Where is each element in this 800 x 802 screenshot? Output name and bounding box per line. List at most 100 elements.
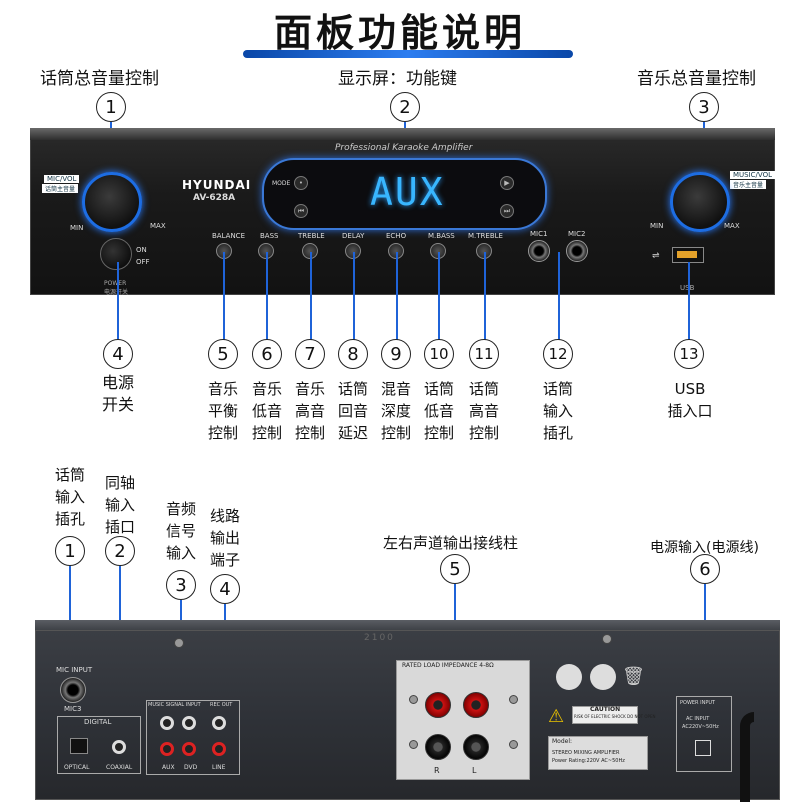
screw-icon <box>174 638 184 648</box>
pointer-line-4 <box>117 262 119 340</box>
front-panel-top-edge <box>30 128 775 140</box>
pointer-line-11 <box>484 252 486 340</box>
weee-bin-icon: 🗑 <box>622 666 645 687</box>
label-line: 高音 <box>468 402 499 420</box>
aux-right-jack[interactable] <box>160 742 174 756</box>
label-line: 高音 <box>294 402 325 420</box>
label-line: 控制 <box>251 424 282 442</box>
dvd-text: DVD <box>184 764 198 771</box>
panel-header-text: Professional Karaoke Amplifier <box>335 143 473 153</box>
label-line: 控制 <box>380 424 411 442</box>
optical-port[interactable] <box>70 738 88 754</box>
marker-11: 11 <box>469 339 499 369</box>
digital-input-box <box>57 716 141 774</box>
mic-vol-cn-label: 话筒主音量 <box>42 184 79 193</box>
label-mic-master-volume: 话筒总音量控制 <box>40 69 159 89</box>
pointer-line-12 <box>558 252 560 340</box>
prev-button[interactable]: ⏮ <box>294 204 308 218</box>
mic1-jack[interactable] <box>528 240 550 262</box>
label-line: 音乐 <box>294 380 325 398</box>
power-on-label: ON <box>136 246 147 254</box>
label-line: 延迟 <box>337 424 368 442</box>
line-left-jack[interactable] <box>212 716 226 730</box>
play-pause-button[interactable]: ▶ <box>500 176 514 190</box>
label-line: 输入 <box>54 488 85 506</box>
dvd-left-jack[interactable] <box>182 716 196 730</box>
mode-button[interactable]: • <box>294 176 308 190</box>
label-line: 端子 <box>209 551 240 569</box>
marker-4: 4 <box>103 339 133 369</box>
back-marker-4: 4 <box>210 574 240 604</box>
warning-icon: ⚠ <box>548 706 565 727</box>
label-line: 话筒 <box>468 380 499 398</box>
label-mic-input-jack: 话筒 输入 插孔 <box>538 378 578 444</box>
back-label-line-output: 线路 输出 端子 <box>205 505 245 571</box>
play-icon: ▶ <box>504 179 510 187</box>
label-line: 输入 <box>542 402 573 420</box>
back-marker-1: 1 <box>55 536 85 566</box>
knob-label-balance: BALANCE <box>212 232 245 240</box>
label-line: 话筒 <box>423 380 454 398</box>
aux-left-jack[interactable] <box>160 716 174 730</box>
rated-load-text: RATED LOAD IMPEDANCE 4-8Ω <box>402 662 494 669</box>
power-switch[interactable] <box>100 238 132 270</box>
label-line: 同轴 <box>104 474 135 492</box>
label-music-bass: 音乐 低音 控制 <box>247 378 287 444</box>
left-positive-terminal[interactable] <box>463 692 489 718</box>
power-cord <box>740 712 754 802</box>
knob-label-echo: ECHO <box>386 232 407 240</box>
certification-mark-icon <box>556 664 582 690</box>
brand-name: HYUNDAI <box>182 178 252 192</box>
label-line: 深度 <box>380 402 411 420</box>
page-title: 面板功能说明 <box>273 11 526 55</box>
label-line: 音频 <box>165 500 196 518</box>
mode-label: MODE <box>272 180 291 187</box>
dvd-right-jack[interactable] <box>182 742 196 756</box>
back-marker-5: 5 <box>440 554 470 584</box>
vfd-display <box>262 158 547 230</box>
mic-knob-max: MAX <box>150 222 166 230</box>
spec-plate <box>548 736 648 770</box>
label-line: 低音 <box>251 402 282 420</box>
right-positive-terminal[interactable] <box>425 692 451 718</box>
back-pointer-line-2 <box>119 566 121 666</box>
label-line: 信号 <box>165 522 196 540</box>
mic-master-volume-knob[interactable] <box>82 172 142 232</box>
label-mic-echo-delay: 话筒 回音 延迟 <box>333 378 373 444</box>
line-right-jack[interactable] <box>212 742 226 756</box>
back-pointer-line-1 <box>69 566 71 666</box>
usb-port[interactable] <box>672 247 704 263</box>
music-signal-input-box <box>146 700 240 775</box>
next-button[interactable]: ⏭ <box>500 204 514 218</box>
knob-label-bass: BASS <box>260 232 279 240</box>
line-text: LINE <box>212 764 226 771</box>
usb-panel-label: USB <box>680 284 694 292</box>
music-master-volume-knob[interactable] <box>670 172 730 232</box>
prev-icon: ⏮ <box>297 206 305 215</box>
coaxial-port[interactable] <box>112 740 126 754</box>
label-line: 输出 <box>209 529 240 547</box>
rear-mic-jack[interactable] <box>60 677 86 703</box>
mic-input-text: MIC INPUT <box>56 666 93 674</box>
power-cord-inlet[interactable] <box>695 740 711 756</box>
label-line: 话筒 <box>337 380 368 398</box>
mic3-text: MIC3 <box>64 705 82 713</box>
label-line: 低音 <box>423 402 454 420</box>
next-icon: ⏭ <box>503 206 511 215</box>
ac-input-text: AC INPUT <box>686 716 710 722</box>
label-line: 输入 <box>104 496 135 514</box>
power-text: POWER <box>104 280 127 287</box>
music-signal-input-text: MUSIC SIGNAL INPUT <box>148 702 201 708</box>
mic2-jack[interactable] <box>566 240 588 262</box>
screw-icon <box>509 740 518 749</box>
right-negative-terminal[interactable] <box>425 734 451 760</box>
back-marker-2: 2 <box>105 536 135 566</box>
label-line: 线路 <box>209 507 240 525</box>
music-vol-cn-label: 音乐主音量 <box>730 180 767 189</box>
label-usb-port: USB 插入口 <box>661 378 719 422</box>
mic-knob-min: MIN <box>70 224 84 232</box>
left-negative-terminal[interactable] <box>463 734 489 760</box>
label-line: 插孔 <box>542 424 573 442</box>
knob-label-m-treble: M.TREBLE <box>468 232 503 240</box>
pointer-line-13 <box>688 262 690 340</box>
